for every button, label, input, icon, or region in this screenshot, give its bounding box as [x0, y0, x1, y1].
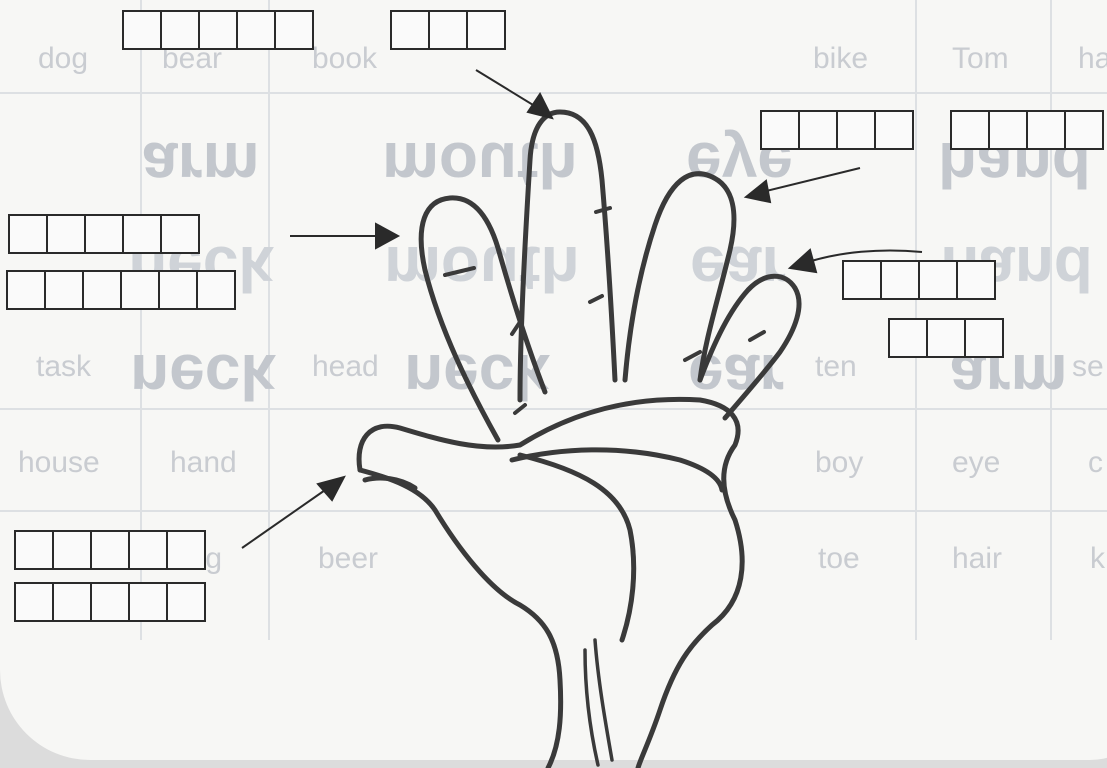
- letter-box[interactable]: [1026, 110, 1066, 150]
- letter-box[interactable]: [888, 318, 928, 358]
- letter-box[interactable]: [160, 214, 200, 254]
- arrow-icon: [476, 70, 552, 118]
- letter-box[interactable]: [950, 110, 990, 150]
- letter-box[interactable]: [46, 214, 86, 254]
- letter-box[interactable]: [120, 270, 160, 310]
- letter-box[interactable]: [466, 10, 506, 50]
- letter-box[interactable]: [918, 260, 958, 300]
- ring-finger: [625, 174, 734, 380]
- letter-box[interactable]: [274, 10, 314, 50]
- answer-box-row-bottom-left-1: [14, 530, 204, 570]
- letter-box[interactable]: [880, 260, 920, 300]
- answer-box-row-right-1: [760, 110, 912, 150]
- letter-box[interactable]: [52, 530, 92, 570]
- letter-box[interactable]: [82, 270, 122, 310]
- letter-box[interactable]: [84, 214, 124, 254]
- wrist-outline: [360, 470, 561, 768]
- letter-box[interactable]: [390, 10, 430, 50]
- letter-box[interactable]: [428, 10, 468, 50]
- letter-box[interactable]: [236, 10, 276, 50]
- letter-box[interactable]: [196, 270, 236, 310]
- letter-box[interactable]: [166, 582, 206, 622]
- letter-box[interactable]: [798, 110, 838, 150]
- little-finger: [700, 276, 799, 418]
- letter-box[interactable]: [8, 214, 48, 254]
- letter-box[interactable]: [988, 110, 1028, 150]
- letter-box[interactable]: [158, 270, 198, 310]
- letter-box[interactable]: [128, 582, 168, 622]
- letter-box[interactable]: [842, 260, 882, 300]
- letter-box[interactable]: [874, 110, 914, 150]
- letter-box[interactable]: [964, 318, 1004, 358]
- letter-box[interactable]: [122, 214, 162, 254]
- letter-box[interactable]: [198, 10, 238, 50]
- letter-box[interactable]: [14, 582, 54, 622]
- letter-box[interactable]: [6, 270, 46, 310]
- letter-box[interactable]: [1064, 110, 1104, 150]
- letter-box[interactable]: [926, 318, 966, 358]
- letter-box[interactable]: [14, 530, 54, 570]
- letter-box[interactable]: [52, 582, 92, 622]
- answer-box-row-right-4: [888, 318, 1002, 358]
- letter-box[interactable]: [128, 530, 168, 570]
- letter-box[interactable]: [956, 260, 996, 300]
- letter-box[interactable]: [160, 10, 200, 50]
- answer-box-row-bottom-left-2: [14, 582, 204, 622]
- answer-box-row-left-1: [8, 214, 198, 254]
- answer-box-row-left-2: [6, 270, 234, 310]
- letter-box[interactable]: [166, 530, 206, 570]
- letter-box[interactable]: [44, 270, 84, 310]
- arrow-icon: [242, 477, 344, 548]
- arrow-icon: [290, 224, 398, 248]
- answer-box-row-right-3: [842, 260, 994, 300]
- letter-box[interactable]: [90, 530, 130, 570]
- letter-box[interactable]: [760, 110, 800, 150]
- answer-box-row-right-2: [950, 110, 1102, 150]
- letter-box[interactable]: [90, 582, 130, 622]
- arrow-icon: [746, 168, 860, 202]
- answer-box-row-top-left: [122, 10, 312, 50]
- letter-box[interactable]: [122, 10, 162, 50]
- letter-box[interactable]: [836, 110, 876, 150]
- answer-box-row-top-mid: [390, 10, 504, 50]
